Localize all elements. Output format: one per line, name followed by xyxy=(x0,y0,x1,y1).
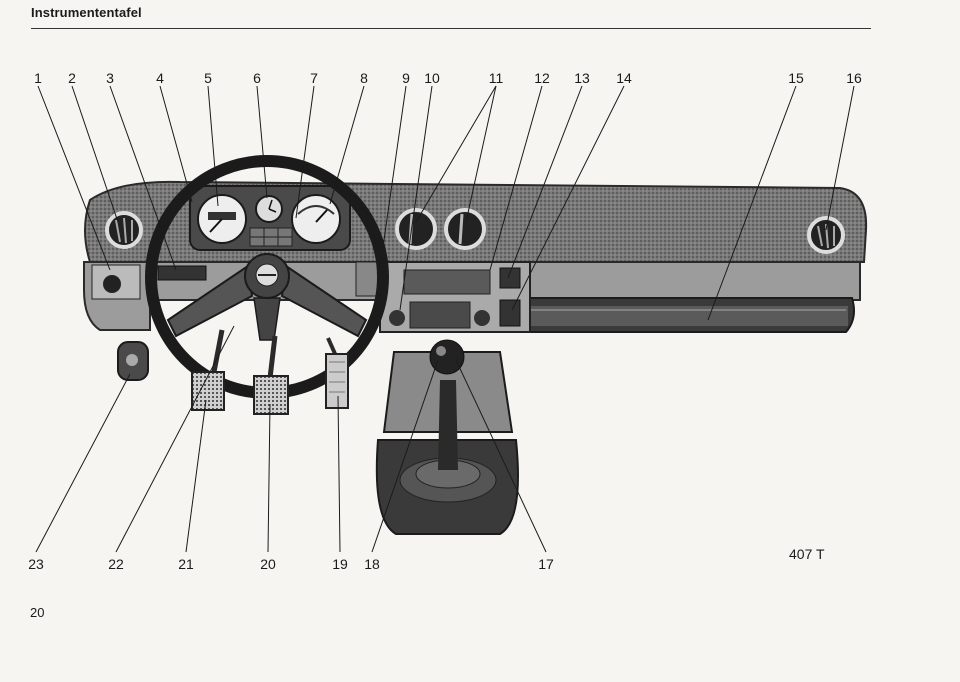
callout-numbers-bottom: 23 22 21 20 19 18 17 xyxy=(28,556,554,572)
hazard-switch xyxy=(157,265,207,281)
callout-15: 15 xyxy=(788,70,804,86)
callout-21: 21 xyxy=(178,556,194,572)
light-switch xyxy=(103,275,121,293)
callout-7: 7 xyxy=(310,70,318,86)
page-number: 20 xyxy=(30,605,45,620)
callout-3: 3 xyxy=(106,70,114,86)
callout-1: 1 xyxy=(34,70,42,86)
callout-9: 9 xyxy=(402,70,410,86)
brake-pedal xyxy=(253,375,289,415)
accelerator-pedal xyxy=(325,353,349,409)
callout-leaders xyxy=(35,85,855,553)
heater-controls xyxy=(409,301,471,329)
gear-lever xyxy=(438,380,458,470)
figure-code: 407 T xyxy=(789,546,825,562)
clutch-pedal xyxy=(191,371,225,411)
cigarette-lighter-area xyxy=(355,261,379,297)
glove-box-lid xyxy=(530,306,848,326)
radio-slot xyxy=(403,269,491,295)
callout-22: 22 xyxy=(108,556,124,572)
callout-6: 6 xyxy=(253,70,261,86)
clutch-pedal-arm xyxy=(211,329,225,373)
callout-11: 11 xyxy=(489,70,504,86)
callout-18: 18 xyxy=(364,556,380,572)
title-rule xyxy=(31,28,871,29)
callout-5: 5 xyxy=(204,70,212,86)
center-knob-left xyxy=(389,310,405,326)
callout-numbers-top: 1 2 3 4 5 6 7 8 9 10 11 12 13 14 15 16 xyxy=(34,70,862,86)
callout-17: 17 xyxy=(538,556,554,572)
callout-10: 10 xyxy=(424,70,440,86)
steering-spoke-right xyxy=(280,264,368,338)
callout-12: 12 xyxy=(534,70,550,86)
callout-16: 16 xyxy=(846,70,862,86)
callout-23: 23 xyxy=(28,556,44,572)
center-air-vent-right xyxy=(444,208,486,250)
callout-4: 4 xyxy=(156,70,164,86)
steering-spoke-lower xyxy=(253,297,281,341)
right-switch-upper xyxy=(499,267,521,289)
fuel-temperature-gauge xyxy=(291,194,341,244)
callout-14: 14 xyxy=(616,70,632,86)
center-knob-right xyxy=(474,310,490,326)
callout-2: 2 xyxy=(68,70,76,86)
center-air-vent-left xyxy=(395,208,437,250)
page-title: Instrumententafel xyxy=(31,5,142,20)
right-switch-lower xyxy=(499,299,521,327)
callout-20: 20 xyxy=(260,556,276,572)
callout-19: 19 xyxy=(332,556,348,572)
callout-13: 13 xyxy=(574,70,590,86)
brake-pedal-arm xyxy=(267,335,278,379)
callout-8: 8 xyxy=(360,70,368,86)
steering-spoke-left xyxy=(166,264,254,338)
